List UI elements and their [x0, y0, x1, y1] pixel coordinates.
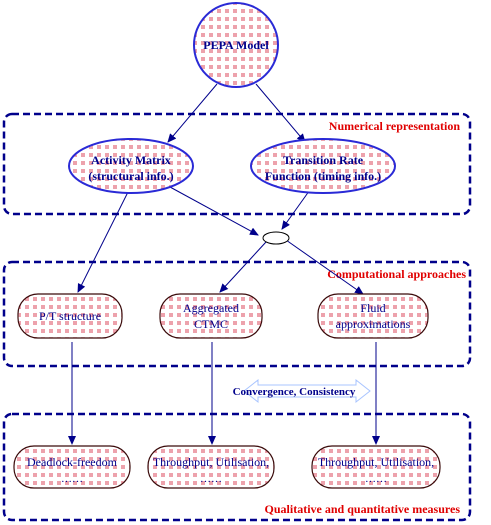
pepa-model-label: PEPA Model [203, 38, 269, 52]
throughput-2-label-line1: Throughput, Utilisation, [318, 455, 434, 469]
section-title-numerical: Numerical representation [329, 119, 461, 133]
aggregated-ctmc-label-line2: CTMC [194, 317, 228, 331]
arrow-junction-to-fluid [285, 239, 364, 295]
arrow-junction-to-ctmc [219, 241, 267, 293]
deadlock-label-line2: …… [61, 473, 83, 485]
fluid-approx-label-line2: approximations [336, 317, 411, 331]
activity-matrix-label-line1: Activity Matrix [91, 153, 171, 167]
arrow-transition-to-junction [281, 186, 313, 230]
section-box-measures [2, 412, 472, 522]
activity-matrix-node [68, 138, 194, 194]
arrow-activity-to-junction [169, 186, 259, 236]
throughput-1-label-line2: …… [200, 473, 222, 485]
fluid-approx-node [317, 293, 429, 339]
section-title-measures: Qualitative and quantitative measures [265, 502, 461, 516]
deadlock-label-line1: Deadlock-freedom [27, 455, 118, 469]
section-box-numerical [2, 112, 472, 216]
aggregated-ctmc-node [159, 293, 263, 339]
transition-rate-label-line2: Function (timing info.) [265, 169, 381, 183]
pt-structure-label: P/T structure [39, 309, 101, 323]
aggregated-ctmc-label-line1: Aggregated [183, 301, 239, 315]
throughput-1-label-line1: Throughput, Utilisation, [153, 455, 269, 469]
arrow-pepa-to-activity [167, 83, 218, 143]
arrow-activity-to-pt [77, 191, 129, 293]
convergence-double-arrow [243, 378, 371, 404]
transition-rate-node [250, 138, 396, 194]
throughput-node-1 [147, 445, 275, 489]
activity-matrix-label-line2: (structural info.) [88, 169, 173, 183]
section-title-computational: Computational approaches [327, 267, 466, 281]
fluid-approx-label-line1: Fluid [360, 301, 385, 315]
transition-rate-label-line1: Transition Rate [283, 153, 364, 167]
deadlock-node [13, 445, 131, 489]
section-box-computational [2, 260, 472, 368]
pepa-model-node [193, 2, 279, 88]
throughput-node-2 [311, 445, 441, 489]
pt-structure-node [17, 293, 123, 339]
throughput-2-label-line2: …… [365, 473, 387, 485]
arrow-pepa-to-transition [255, 83, 306, 143]
convergence-label: Convergence, Consistency [233, 386, 356, 398]
junction-node [262, 231, 290, 245]
